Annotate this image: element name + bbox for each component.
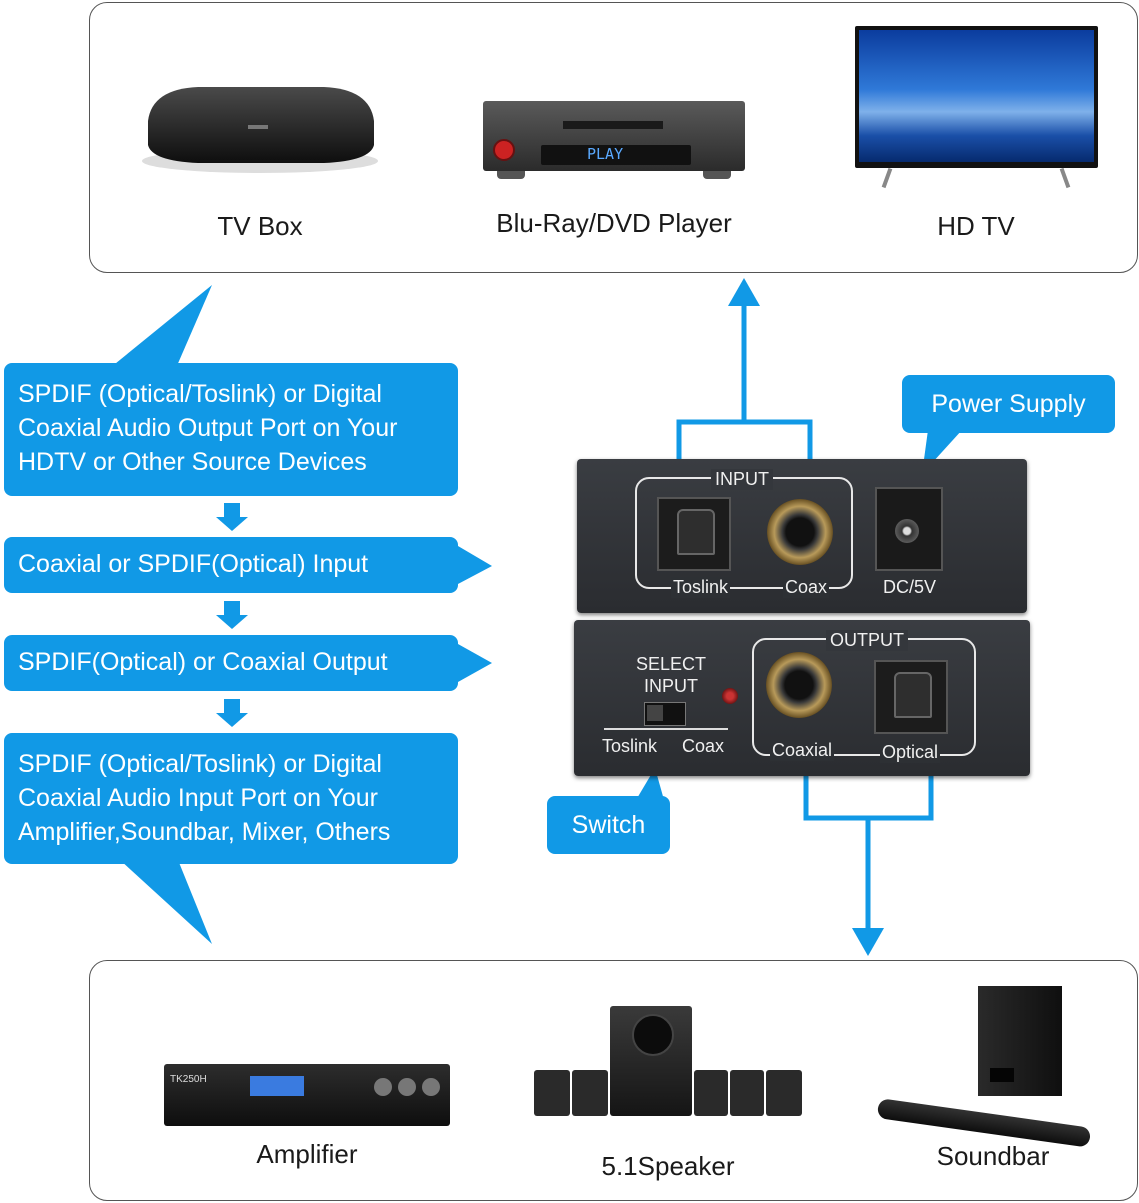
bubble-tail-output <box>458 644 492 682</box>
source-port-bubble: SPDIF (Optical/Toslink) or Digital Coaxi… <box>4 363 458 496</box>
output-optical-label: Optical <box>880 742 941 763</box>
switch-toslink-label: Toslink <box>602 736 658 756</box>
bubble-tail-input <box>458 546 492 584</box>
input-panel: INPUT Toslink Coax DC/5V <box>577 459 1027 613</box>
speaker-set-image <box>534 1006 804 1121</box>
select-switch[interactable] <box>644 702 686 726</box>
amplifier-brand: TK250H <box>170 1074 207 1085</box>
dc-label: DC/5V <box>883 577 937 597</box>
toslink-input-port <box>657 497 731 571</box>
soundbar-label: Soundbar <box>936 1141 1050 1171</box>
dc-jack <box>875 487 943 571</box>
tv-box-image <box>142 87 378 173</box>
input-bubble: Coaxial or SPDIF(Optical) Input <box>4 537 458 593</box>
input-coax-label: Coax <box>783 577 830 598</box>
output-connector <box>803 760 934 930</box>
switch-bubble: Switch <box>547 796 670 854</box>
input-title: INPUT <box>711 469 773 490</box>
soundbar-image <box>876 986 1094 1148</box>
output-devices-frame: TK250H Amplifier 5.1Speaker Soundbar <box>89 960 1138 1201</box>
down-arrow-head <box>852 928 884 956</box>
coax-output-port <box>766 652 832 718</box>
output-title: OUTPUT <box>826 630 908 651</box>
input-connector <box>676 305 813 478</box>
status-led <box>722 688 738 704</box>
power-supply-bubble: Power Supply <box>902 375 1115 433</box>
hdtv-image <box>855 26 1098 189</box>
flow-arrows-left <box>216 503 248 727</box>
bubble-tail-top <box>110 285 212 368</box>
amplifier-label: Amplifier <box>256 1139 358 1169</box>
switch-coax-label: Coax <box>682 736 725 756</box>
source-devices-frame: TV Box PLAY Blu-Ray/DVD Player HD TV <box>89 2 1138 273</box>
bluray-display: PLAY <box>587 145 624 163</box>
tv-box-label: TV Box <box>217 211 303 241</box>
bubble-tail-switch <box>636 768 664 800</box>
input-toslink-label: Toslink <box>671 577 731 598</box>
coax-input-port <box>767 499 833 565</box>
output-panel: OUTPUT SELECT INPUT Toslink Coax Coaxial… <box>574 620 1030 776</box>
output-coaxial-label: Coaxial <box>770 740 835 761</box>
amplifier-image: TK250H <box>164 1064 450 1126</box>
dest-port-bubble: SPDIF (Optical/Toslink) or Digital Coaxi… <box>4 733 458 864</box>
up-arrow-head <box>728 278 760 306</box>
hdtv-label: HD TV <box>937 211 1015 241</box>
bubble-tail-bottom <box>120 860 212 944</box>
select-label-1: SELECT <box>636 654 707 674</box>
output-bubble: SPDIF(Optical) or Coaxial Output <box>4 635 458 691</box>
bluray-label: Blu-Ray/DVD Player <box>496 208 732 238</box>
bluray-player-image: PLAY <box>483 101 745 179</box>
optical-output-port <box>874 660 948 734</box>
speaker-label: 5.1Speaker <box>601 1151 735 1181</box>
select-label-2: INPUT <box>644 676 698 696</box>
